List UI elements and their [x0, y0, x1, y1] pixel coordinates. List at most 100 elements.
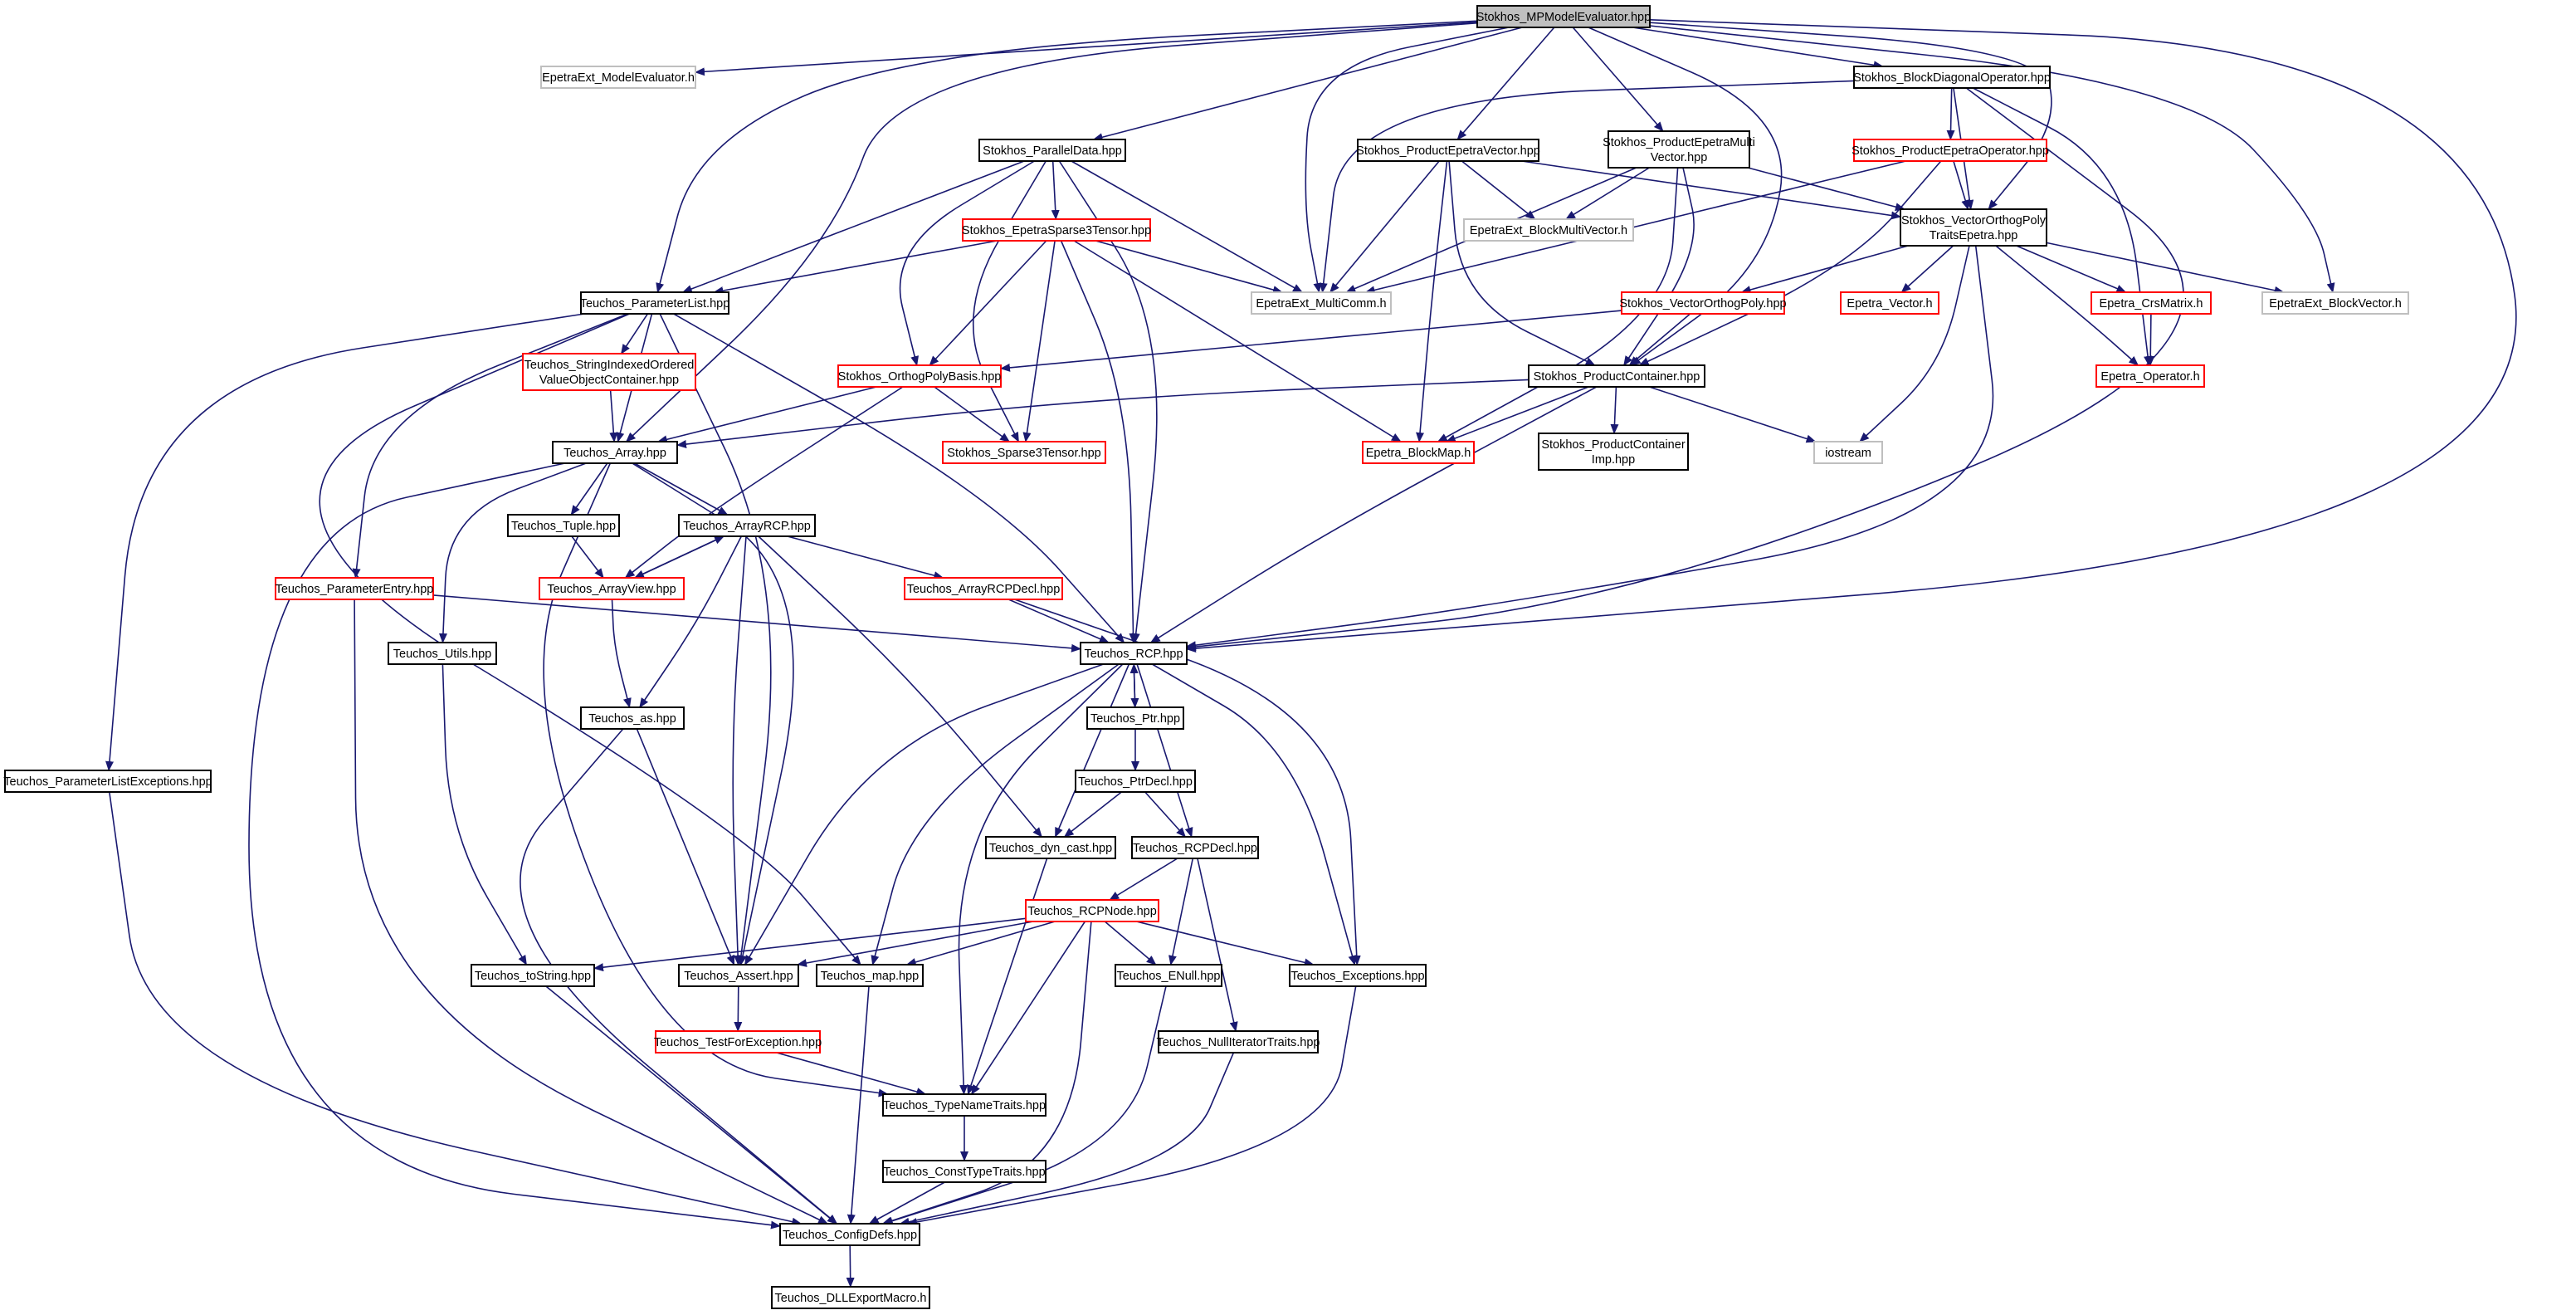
file-node-box: [678, 514, 816, 537]
edge-plexc-to-cdefs: [109, 791, 803, 1226]
edge-arcpd-to-exc: [1014, 599, 1361, 965]
edge-opb-to-s3t: [934, 386, 1011, 442]
file-node-box: [1621, 291, 1785, 315]
edge-mpme-to-bdo: [1632, 27, 1884, 70]
file-node-rcp[interactable]: Teuchos_RCP.hpp: [1080, 642, 1188, 665]
file-node-as[interactable]: Teuchos_as.hpp: [580, 706, 685, 730]
file-node-sivo[interactable]: Teuchos_StringIndexedOrderedValueObjectC…: [522, 353, 696, 391]
file-node-peo[interactable]: Stokhos_ProductEpetraOperator.hpp: [1852, 139, 2049, 162]
file-node-bdo[interactable]: Stokhos_BlockDiagonalOperator.hpp: [1853, 66, 2051, 89]
file-node-box: [1080, 642, 1188, 665]
file-node-ptrd[interactable]: Teuchos_PtrDecl.hpp: [1075, 770, 1196, 793]
file-node-box: [1853, 139, 2047, 162]
edge-mpme-to-rcp: [1186, 19, 2517, 653]
file-node-dyn[interactable]: Teuchos_dyn_cast.hpp: [985, 836, 1116, 859]
edge-ptrd-to-dyn: [1063, 791, 1122, 838]
file-node-utils[interactable]: Teuchos_Utils.hpp: [388, 642, 497, 665]
file-node-plexc[interactable]: Teuchos_ParameterListExceptions.hpp: [3, 770, 212, 793]
file-node-cdefs[interactable]: Teuchos_ConfigDefs.hpp: [779, 1223, 920, 1246]
file-node-arr[interactable]: Teuchos_Array.hpp: [552, 441, 678, 464]
file-node-assert[interactable]: Teuchos_Assert.hpp: [678, 964, 799, 987]
edge-rcpn-to-cdefs: [881, 921, 1092, 1225]
file-node-label: Teuchos_Tuple.hpp: [511, 520, 616, 533]
file-node-ctt[interactable]: Teuchos_ConstTypeTraits.hpp: [882, 1160, 1046, 1183]
edge-opb-to-arr: [656, 386, 877, 444]
file-node-rcpn[interactable]: Teuchos_RCPNode.hpp: [1025, 899, 1159, 922]
file-node-tuple[interactable]: Teuchos_Tuple.hpp: [507, 514, 620, 537]
edge-as-to-cdefs: [520, 728, 838, 1225]
file-node-tnt[interactable]: Teuchos_TypeNameTraits.hpp: [882, 1093, 1046, 1117]
file-node-evec[interactable]: Epetra_Vector.h: [1840, 291, 1939, 315]
file-node-label: Teuchos_as.hpp: [588, 712, 676, 726]
edge-plist-to-assert: [659, 313, 772, 965]
file-node-tostr[interactable]: Teuchos_toString.hpp: [471, 964, 595, 987]
edge-rcp-to-rcpd: [1136, 663, 1193, 838]
file-node-es3t[interactable]: Stokhos_EpetraSparse3Tensor.hpp: [962, 218, 1151, 242]
edge-crs-to-eop: [2146, 313, 2155, 366]
edge-exc-to-cdefs: [907, 985, 1357, 1226]
file-node-label: Stokhos_VectorOrthogPoly: [1901, 214, 2047, 227]
edge-mpme-to-epext_me: [695, 21, 1478, 76]
file-node-box: [1158, 1030, 1319, 1053]
file-node-box: [904, 577, 1063, 600]
file-node-map[interactable]: Teuchos_map.hpp: [816, 964, 924, 987]
file-node-label: Teuchos_RCPDecl.hpp: [1133, 842, 1257, 855]
edge-rcpn-to-assert: [797, 921, 1034, 967]
file-node-box: [1115, 964, 1222, 987]
file-node-enull[interactable]: Teuchos_ENull.hpp: [1115, 964, 1222, 987]
file-node-exc[interactable]: Teuchos_Exceptions.hpp: [1289, 964, 1427, 987]
file-node-arcpd[interactable]: Teuchos_ArrayRCPDecl.hpp: [904, 577, 1063, 600]
file-node-box: [1900, 208, 2047, 247]
file-node-arcp[interactable]: Teuchos_ArrayRCP.hpp: [678, 514, 816, 537]
file-node-nit[interactable]: Teuchos_NullIteratorTraits.hpp: [1157, 1030, 1320, 1053]
file-node-ptr[interactable]: Teuchos_Ptr.hpp: [1086, 706, 1184, 730]
file-node-box: [1362, 441, 1475, 464]
edge-pc-to-arr: [676, 379, 1530, 448]
file-node-box: [1538, 433, 1689, 471]
file-node-label: Stokhos_VectorOrthogPoly.hpp: [1619, 297, 1786, 310]
edge-tfe-to-tnt: [776, 1052, 927, 1096]
edge-rcp-to-dyn: [1054, 663, 1130, 838]
edge-vopte-to-eop: [1995, 245, 2139, 366]
file-node-opb[interactable]: Stokhos_OrthogPolyBasis.hpp: [837, 364, 1002, 388]
file-node-label: Teuchos_ConfigDefs.hpp: [783, 1229, 917, 1242]
file-node-epext_me[interactable]: EpetraExt_ModelEvaluator.h: [540, 66, 696, 89]
file-node-label: Stokhos_BlockDiagonalOperator.hpp: [1853, 71, 2051, 85]
file-node-pentry[interactable]: Teuchos_ParameterEntry.hpp: [275, 577, 434, 600]
file-node-epext_mc[interactable]: EpetraExt_MultiComm.h: [1251, 291, 1392, 315]
edge-bdo-to-rcp: [1186, 87, 2184, 652]
file-node-bmap[interactable]: Epetra_BlockMap.h: [1362, 441, 1475, 464]
edge-arr-to-cdefs: [248, 462, 781, 1229]
file-node-pdata[interactable]: Stokhos_ParallelData.hpp: [978, 139, 1126, 162]
file-node-tfe[interactable]: Teuchos_TestForException.hpp: [654, 1030, 822, 1053]
file-node-pc[interactable]: Stokhos_ProductContainer.hpp: [1528, 364, 1705, 388]
file-node-crs[interactable]: Epetra_CrsMatrix.h: [2091, 291, 2212, 315]
file-node-epext_bv[interactable]: EpetraExt_BlockVector.h: [2261, 291, 2409, 315]
file-node-rcpd[interactable]: Teuchos_RCPDecl.hpp: [1131, 836, 1259, 859]
edge-plist-to-plexc: [105, 313, 585, 771]
file-node-plist[interactable]: Teuchos_ParameterList.hpp: [580, 291, 730, 315]
file-node-box: [985, 836, 1116, 859]
file-node-box: [522, 353, 696, 391]
file-node-box: [1251, 291, 1392, 315]
file-node-iostream[interactable]: iostream: [1813, 441, 1883, 464]
file-node-vop[interactable]: Stokhos_VectorOrthogPoly.hpp: [1619, 291, 1787, 315]
file-node-label: EpetraExt_BlockVector.h: [2269, 297, 2402, 310]
edge-bdo-to-epext_mc: [1319, 80, 1855, 293]
edge-mpme-to-pemv: [1572, 27, 1664, 132]
file-node-dll[interactable]: Teuchos_DLLExportMacro.h: [771, 1286, 930, 1309]
file-node-aview[interactable]: Teuchos_ArrayView.hpp: [539, 577, 685, 600]
file-node-epext_bmv[interactable]: EpetraExt_BlockMultiVector.h: [1463, 218, 1634, 242]
edge-as-to-assert: [636, 728, 735, 965]
edge-arcp-to-arcpd: [787, 535, 944, 579]
file-node-box: [942, 441, 1106, 464]
file-node-pev[interactable]: Stokhos_ProductEpetraVector.hpp: [1356, 139, 1540, 162]
file-node-box: [2095, 364, 2205, 388]
file-node-eop[interactable]: Epetra_Operator.h: [2095, 364, 2205, 388]
file-node-s3t[interactable]: Stokhos_Sparse3Tensor.hpp: [942, 441, 1106, 464]
edge-ctt-to-cdefs: [868, 1181, 945, 1225]
